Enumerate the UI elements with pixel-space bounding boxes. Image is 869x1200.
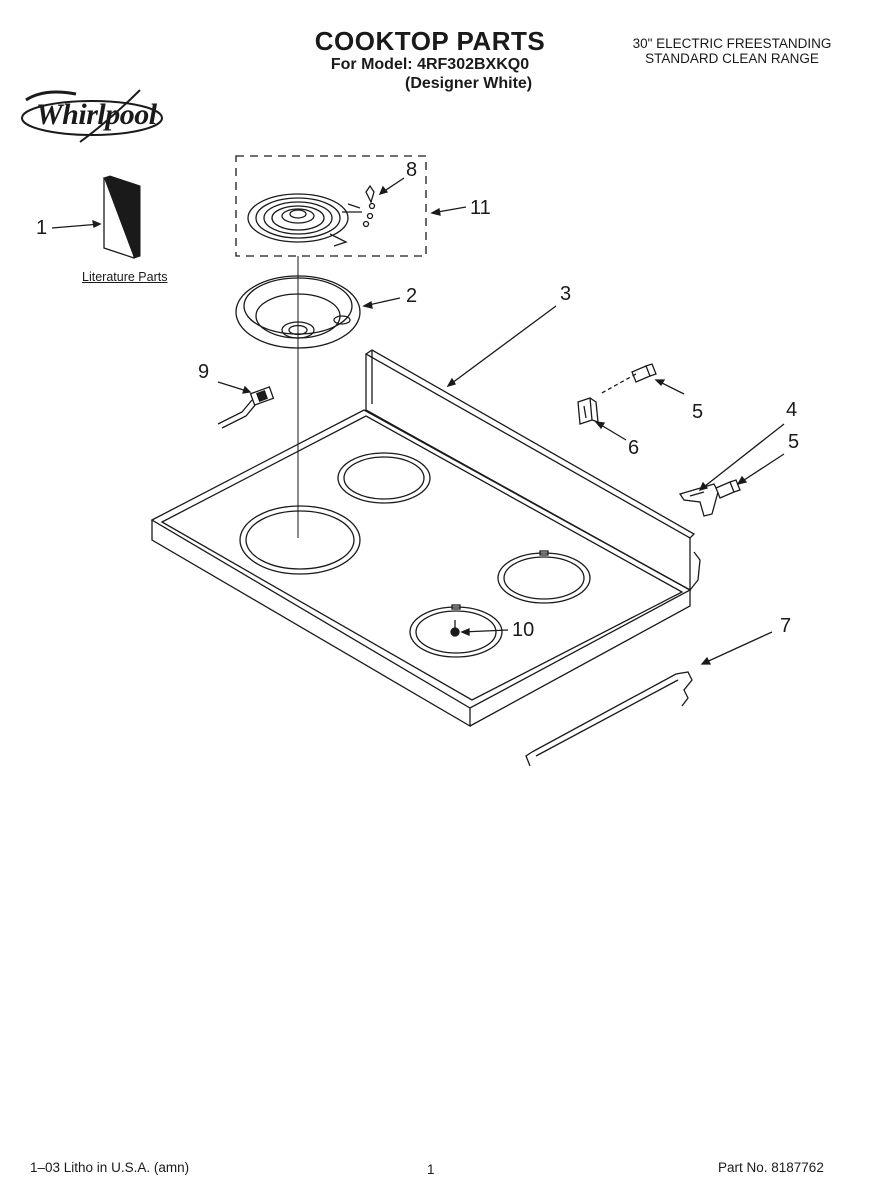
callout-2: 2 xyxy=(406,285,418,307)
burner-opening-front-right xyxy=(409,604,503,658)
literature-booklet xyxy=(103,175,141,259)
callout-1: 1 xyxy=(36,217,48,239)
literature-parts-label: Literature Parts xyxy=(82,270,168,284)
burner-receptacle-screw xyxy=(450,620,460,637)
callout-11: 11 xyxy=(470,197,491,219)
cooktop-main-top xyxy=(150,349,701,728)
leader-line-10 xyxy=(461,629,509,633)
callout-8: 8 xyxy=(406,159,418,181)
element-kit-box xyxy=(235,155,427,257)
callout-9: 9 xyxy=(198,361,210,383)
model-variant: (Designer White) xyxy=(405,75,533,92)
callout-5-bottom: 5 xyxy=(788,431,800,453)
range-type-line1: 30" ELECTRIC FREESTANDING xyxy=(632,36,832,51)
leader-line-5-bottom xyxy=(737,453,785,485)
brand-wordmark: Whirlpool xyxy=(36,98,157,131)
page-title: COOKTOP PARTS xyxy=(314,26,546,56)
terminal-block-clip xyxy=(362,184,376,228)
range-type-line2: STANDARD CLEAN RANGE xyxy=(645,51,819,66)
burner-opening-rear-right xyxy=(497,550,591,604)
callout-10: 10 xyxy=(512,619,535,641)
screw-bottom xyxy=(715,479,741,499)
leader-line-4 xyxy=(699,423,785,491)
leader-line-7 xyxy=(701,631,773,665)
footer-page-number: 1 xyxy=(427,1162,435,1177)
footer-part-number: Part No. 8187762 xyxy=(718,1160,824,1175)
model-number: For Model: 4RF302BXKQ0 xyxy=(330,56,530,73)
leader-line-1 xyxy=(51,223,101,229)
backguard-bracket xyxy=(577,397,599,425)
callout-6: 6 xyxy=(628,437,640,459)
callout-4: 4 xyxy=(786,399,798,421)
logo-swoosh-icon xyxy=(21,89,163,143)
callout-5-top: 5 xyxy=(692,401,704,423)
screw-top xyxy=(599,363,657,395)
wire-connector xyxy=(217,386,275,429)
surface-element-coil xyxy=(247,193,362,247)
side-bracket xyxy=(678,483,719,517)
support-rod xyxy=(525,671,693,767)
callout-7: 7 xyxy=(780,615,792,637)
callout-3: 3 xyxy=(560,283,572,305)
brand-logo: Whirlpool xyxy=(14,80,174,160)
footer-litho-info: 1–03 Litho in U.S.A. (amn) xyxy=(30,1160,190,1175)
leader-line-3 xyxy=(447,305,557,387)
burner-opening-rear-left xyxy=(337,452,431,504)
burner-opening-front-left xyxy=(239,505,361,575)
